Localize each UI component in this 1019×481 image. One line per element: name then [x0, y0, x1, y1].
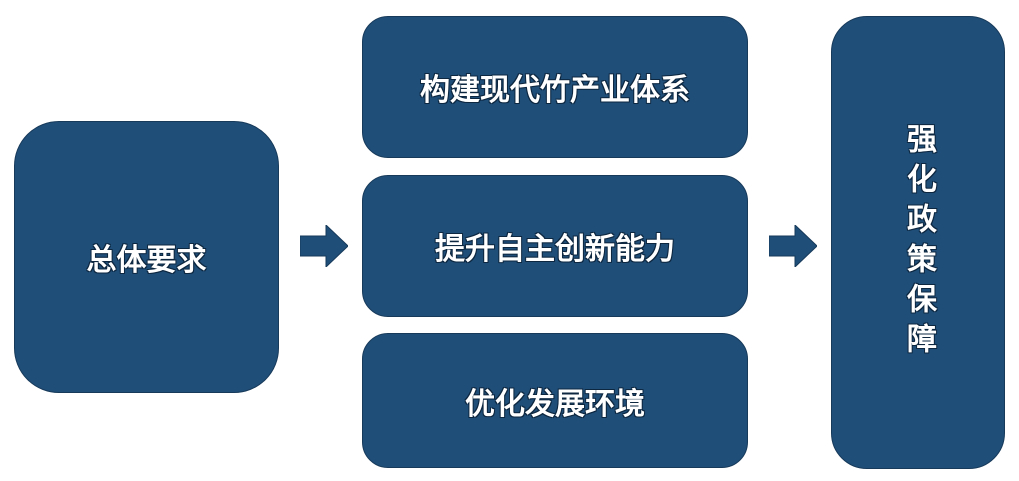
right-arrow-icon: [300, 225, 348, 267]
modern-bamboo-industry-label: 构建现代竹产业体系: [420, 73, 690, 108]
innovation-capability-box: 提升自主创新能力: [362, 175, 748, 317]
development-environment-box: 优化发展环境: [362, 333, 748, 468]
right-arrow-icon: [769, 225, 817, 267]
general-requirements-label: 总体要求: [86, 243, 207, 278]
policy-support-label: 强化政策保障: [901, 122, 936, 363]
modern-bamboo-industry-box: 构建现代竹产业体系: [362, 16, 748, 158]
general-requirements-box: 总体要求: [14, 121, 279, 393]
development-environment-label: 优化发展环境: [465, 386, 645, 422]
policy-support-box: 强化政策保障: [831, 16, 1005, 469]
innovation-capability-label: 提升自主创新能力: [435, 232, 675, 267]
